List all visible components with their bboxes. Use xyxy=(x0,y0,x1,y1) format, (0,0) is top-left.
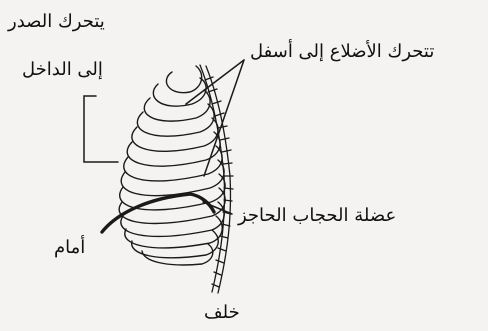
diaphragm xyxy=(102,194,214,232)
label-chest-inward-line1: يتحرك الصدر xyxy=(8,11,105,33)
label-back: خلف xyxy=(204,302,240,324)
spine xyxy=(200,65,233,293)
ribs xyxy=(119,66,225,265)
label-ribs-move-down: تتحرك الأضلاع إلى أسفل xyxy=(250,41,434,63)
label-chest-inward-line2: إلى الداخل xyxy=(22,59,103,81)
label-diaphragm-muscle: عضلة الحجاب الحاجز xyxy=(238,205,396,227)
label-front: أمام xyxy=(54,237,85,259)
